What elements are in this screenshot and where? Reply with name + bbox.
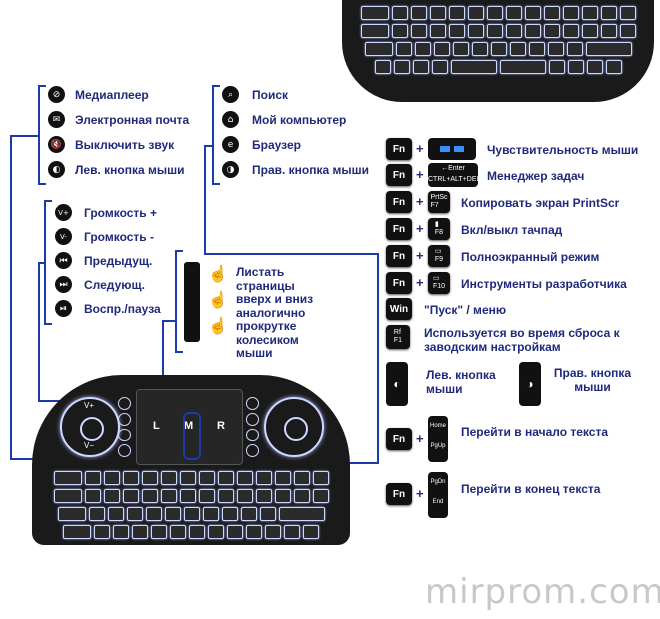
fn-key: Fn xyxy=(386,245,412,267)
touchpad-left-label: L xyxy=(153,420,160,432)
label-next: Следующ. xyxy=(84,278,145,292)
plus-sign: + xyxy=(416,221,424,236)
label-touchpad-toggle: Вкл/выкл тачпад xyxy=(461,223,563,237)
search-icon: ⌕ xyxy=(222,86,239,103)
plus-sign: + xyxy=(416,431,424,446)
touchpad-right-label: R xyxy=(217,420,225,432)
keyboard-top xyxy=(342,0,654,102)
media-player-icon: ⊘ xyxy=(48,86,65,103)
fn-key: Fn xyxy=(386,164,412,186)
plus-sign: + xyxy=(416,275,424,290)
label-left-mouse: Лев. кнопка мыши xyxy=(75,163,185,177)
win-key: Win xyxy=(386,298,412,320)
label-start-menu: "Пуск" / меню xyxy=(424,303,507,317)
plus-sign: + xyxy=(416,194,424,209)
fn-key: Fn xyxy=(386,483,412,505)
my-computer-icon: ⌂ xyxy=(222,111,239,128)
fn-key: Fn xyxy=(386,191,412,213)
label-email: Электронная почта xyxy=(75,113,190,127)
label-printscr: Копировать экран PrintScr xyxy=(461,196,620,210)
label-left-click: Лев. кнопка мыши xyxy=(426,368,496,396)
browser-icon: e xyxy=(222,136,239,153)
fn-key: Fn xyxy=(386,428,412,450)
label-media-player: Медиаплеер xyxy=(75,88,149,102)
label-task-manager: Менеджер задач xyxy=(487,169,585,183)
previous-icon: ⏮ xyxy=(55,252,72,269)
label-go-start: Перейти в начало текста xyxy=(461,425,608,439)
f9-key: ▭F9 xyxy=(428,245,450,267)
plus-sign: + xyxy=(416,167,424,182)
keyboard-bottom: V+ V− L M R xyxy=(32,375,350,545)
label-search: Поиск xyxy=(252,88,289,102)
volume-down-icon: V- xyxy=(55,228,72,245)
plus-sign: + xyxy=(416,248,424,263)
right-click-key: ◑ xyxy=(519,362,541,406)
left-click-key: ◐ xyxy=(386,362,408,406)
label-my-computer: Мой компьютер xyxy=(252,113,347,127)
f8-key: ▮F8 xyxy=(428,218,450,240)
label-dev-tools: Инструменты разработчика xyxy=(461,277,627,291)
finger-scroll-icon: ☝☝☝ xyxy=(208,266,228,335)
label-mute: Выключить звук xyxy=(75,138,175,152)
label-volume-down: Громкость - xyxy=(84,230,155,244)
plus-sign: + xyxy=(416,141,424,156)
fn-key: Fn xyxy=(386,272,412,294)
label-volume-up: Громкость + xyxy=(84,206,158,220)
fn-key: Fn xyxy=(386,138,412,160)
watermark: mirprom.com xyxy=(425,572,660,612)
sensitivity-key xyxy=(428,138,476,160)
label-go-end: Перейти в конец текста xyxy=(461,482,601,496)
label-right-click: Прав. кнопка мыши xyxy=(553,366,632,394)
right-dpad xyxy=(264,397,324,457)
next-icon: ⏭ xyxy=(55,276,72,293)
right-mouse-icon: ◑ xyxy=(222,161,239,178)
volume-up-icon: V+ xyxy=(55,204,72,221)
scroll-bar-graphic xyxy=(184,262,200,342)
left-mouse-icon: ◐ xyxy=(48,161,65,178)
label-right-mouse: Прав. кнопка мыши xyxy=(252,163,370,177)
label-browser: Браузер xyxy=(252,138,301,152)
label-mouse-sensitivity: Чувствительность мыши xyxy=(487,143,639,157)
fn-key: Fn xyxy=(386,218,412,240)
label-fullscreen: Полноэкранный режим xyxy=(461,250,600,264)
left-dpad: V+ V− xyxy=(60,397,120,457)
mute-icon: 🔇 xyxy=(48,136,65,153)
label-factory-reset: Используется во время сброса к заводским… xyxy=(424,326,620,354)
label-previous: Предыдущ. xyxy=(84,254,153,268)
f10-key: ▭F10 xyxy=(428,272,450,294)
plus-sign: + xyxy=(416,486,424,501)
label-play-pause: Воспр./пауза xyxy=(84,302,161,316)
email-icon: ✉ xyxy=(48,111,65,128)
touchpad: L M R xyxy=(136,389,243,465)
touchpad-middle-label: M xyxy=(184,420,194,432)
play-pause-icon: ⏯ xyxy=(55,300,72,317)
scroll-note-text: Листать страницы вверх и вниз аналогично… xyxy=(236,265,314,360)
